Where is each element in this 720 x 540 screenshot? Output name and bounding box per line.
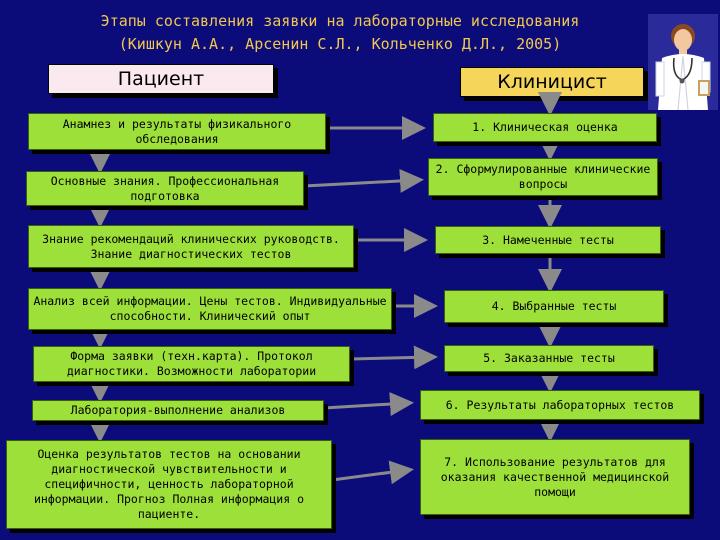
right-step-1-label: 1. Клиническая оценка xyxy=(472,120,618,134)
right-step-2: 2. Сформулированные клинические вопросы xyxy=(428,158,658,196)
right-step-7-label: 7. Использование результатов для оказани… xyxy=(440,454,670,499)
left-step-5: Форма заявки (техн.карта). Протокол диаг… xyxy=(33,346,350,382)
title-line-1: Этапы составления заявки на лабораторные… xyxy=(100,12,580,30)
arrow-h-6 xyxy=(323,392,414,417)
left-step-6: Лаборатория-выполнение анализов xyxy=(32,400,324,421)
patient-header-label: Пациент xyxy=(117,68,205,90)
right-step-6: 6. Результаты лабораторных тестов xyxy=(420,390,700,420)
left-step-6-label: Лаборатория-выполнение анализов xyxy=(70,403,286,417)
page-title: Этапы составления заявки на лабораторные… xyxy=(40,10,640,56)
arrow-h-5 xyxy=(349,345,438,370)
left-step-5-label: Форма заявки (техн.карта). Протокол диаг… xyxy=(66,349,317,378)
patient-header: Пациент xyxy=(48,64,274,94)
left-step-3-label: Знание рекомендаций клинических руководс… xyxy=(42,231,340,261)
doctor-icon xyxy=(648,14,718,111)
title-line-2: (Кишкун А.А., Арсенин С.Л., Кольченко Д.… xyxy=(118,35,562,53)
right-step-4: 4. Выбранные тесты xyxy=(444,290,664,323)
left-step-7: Оценка результатов тестов на основании д… xyxy=(6,440,332,529)
right-step-3: 3. Намеченные тесты xyxy=(435,226,661,254)
right-step-5-label: 5. Заказанные тесты xyxy=(483,351,615,365)
clinician-header-label: Клиницист xyxy=(497,71,607,93)
left-step-1: Анамнез и результаты физикального обслед… xyxy=(28,113,326,150)
arrow-h-2 xyxy=(303,168,424,193)
left-step-4: Анализ всей информации. Цены тестов. Инд… xyxy=(28,288,392,330)
left-step-4-label: Анализ всей информации. Цены тестов. Инд… xyxy=(33,294,387,323)
right-step-3-label: 3. Намеченные тесты xyxy=(482,232,614,247)
left-step-2: Основные знания. Профессиональная подгот… xyxy=(26,171,304,206)
right-step-5: 5. Заказанные тесты xyxy=(444,345,654,372)
right-step-2-label: 2. Сформулированные клинические вопросы xyxy=(435,162,651,191)
arrow-h-7 xyxy=(331,460,414,485)
right-step-4-label: 4. Выбранные тесты xyxy=(491,299,617,313)
left-step-1-label: Анамнез и результаты физикального обслед… xyxy=(62,116,292,146)
right-step-6-label: 6. Результаты лабораторных тестов xyxy=(445,397,675,412)
right-step-7: 7. Использование результатов для оказани… xyxy=(420,439,690,515)
left-step-2-label: Основные знания. Профессиональная подгот… xyxy=(50,173,280,203)
right-step-1: 1. Клиническая оценка xyxy=(433,113,657,142)
left-step-3: Знание рекомендаций клинических руководс… xyxy=(28,225,354,268)
left-step-7-label: Оценка результатов тестов на основании д… xyxy=(33,447,305,521)
